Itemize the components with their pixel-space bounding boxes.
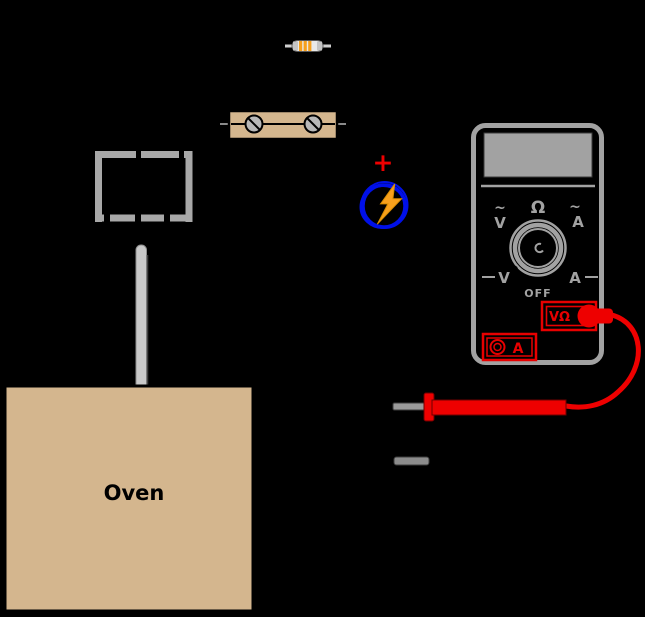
- dial-off-label: OFF: [524, 287, 551, 300]
- oven-label: Oven: [104, 481, 165, 505]
- power-source-icon: +: [359, 148, 409, 229]
- terminal-block-icon: [220, 109, 346, 141]
- screw-icon: [244, 114, 264, 134]
- display-screen: [483, 132, 593, 178]
- component-outline-icon: [95, 151, 193, 222]
- amp-jack-label: A: [513, 341, 524, 357]
- jack-hole-icon: [489, 339, 506, 355]
- multimeter-body: [471, 123, 604, 365]
- dial-ac-volts-label: V: [494, 214, 506, 232]
- probe-cable: [565, 312, 641, 410]
- probe-handle: [431, 399, 567, 416]
- plus-icon: +: [373, 148, 394, 177]
- thermocouple-rod-icon: [135, 244, 149, 392]
- oven-body: [3, 384, 255, 613]
- dial-ac-tilde: ~: [569, 199, 581, 215]
- rotary-dial-icon: [509, 219, 567, 277]
- amp-jack: A: [481, 332, 538, 362]
- dial-ac-amps-label: A: [572, 213, 584, 231]
- dial-pointer-notch: [510, 265, 518, 274]
- dial-ac-tilde: ~: [494, 200, 506, 216]
- probe-lead-icon: [392, 392, 567, 422]
- power-circle-sketch: [359, 185, 407, 229]
- resistor-cap-left: [293, 41, 298, 51]
- vohm-jack-label: VΩ: [549, 310, 570, 325]
- resistor-icon: [285, 40, 331, 52]
- resistor-band: [303, 41, 307, 51]
- jack-hole-icon: [493, 342, 502, 352]
- dial-center-mark: [534, 242, 544, 254]
- multimeter: Ω ~ V ~ A V A OFF VΩ A: [471, 123, 613, 365]
- lightning-icon: [376, 183, 403, 225]
- vohm-jack: VΩ: [540, 300, 613, 332]
- oven-box: Oven: [3, 384, 255, 613]
- screw-icon: [303, 114, 323, 134]
- plug-icon: [577, 304, 601, 328]
- probe-tip-icon: [393, 456, 430, 466]
- dial-dc-amps-label: A: [569, 269, 581, 287]
- resistor-band: [308, 41, 312, 51]
- resistor-cap-right: [317, 41, 322, 51]
- dial-dc-volts-label: V: [498, 269, 510, 287]
- dial-ohm-label: Ω: [531, 198, 545, 218]
- resistor-band: [299, 41, 303, 51]
